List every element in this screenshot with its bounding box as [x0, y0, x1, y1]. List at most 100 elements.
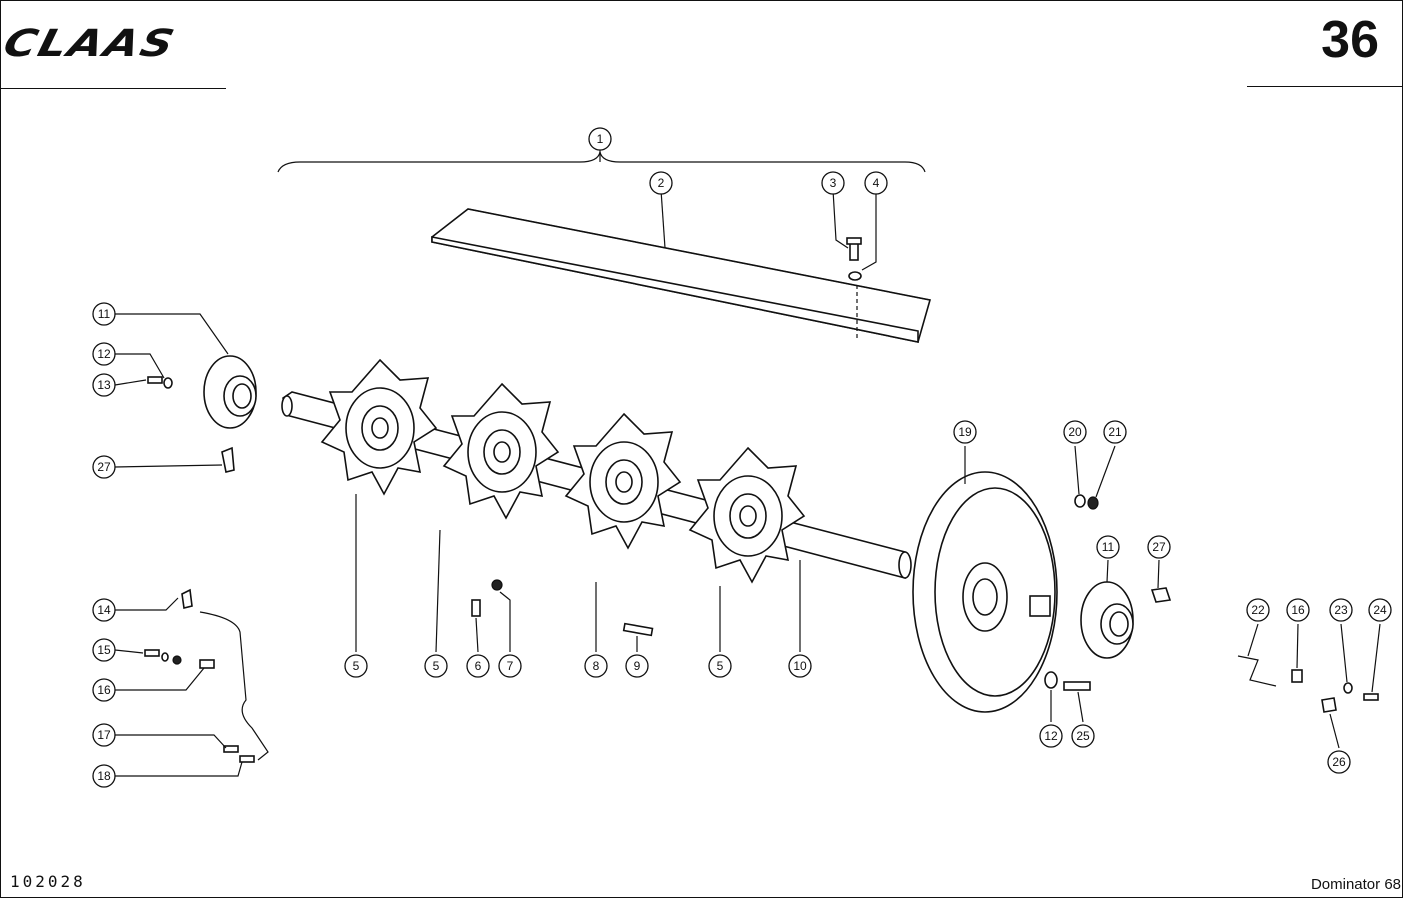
callout-26: 26 — [1327, 750, 1351, 774]
callout-11: 11 — [92, 302, 116, 326]
callout-1: 1 — [588, 127, 612, 151]
callout-16: 16 — [92, 678, 116, 702]
svg-text:5: 5 — [353, 659, 360, 673]
callout-27: 27 — [1147, 535, 1171, 559]
grease-nipple-part — [221, 446, 235, 473]
washer-part — [1074, 494, 1086, 508]
sprocket-1 — [320, 358, 438, 496]
callout-19: 19 — [953, 420, 977, 444]
svg-text:5: 5 — [717, 659, 724, 673]
bolt-part — [147, 376, 163, 384]
svg-text:12: 12 — [1044, 729, 1058, 743]
svg-text:12: 12 — [97, 347, 111, 361]
callout-17: 17 — [92, 723, 116, 747]
callout-18: 18 — [92, 764, 116, 788]
assembly-bracket — [277, 151, 926, 173]
flange-bearing-right — [1080, 581, 1134, 659]
header-rule-right — [1247, 86, 1403, 87]
bolt-part — [846, 237, 862, 261]
callout-22: 22 — [1246, 598, 1270, 622]
fitting-part — [223, 745, 239, 753]
callout-11: 11 — [1096, 535, 1120, 559]
bolt-part — [1363, 693, 1379, 701]
flange-bearing-left — [203, 355, 257, 429]
bolt-part — [1063, 681, 1091, 691]
svg-text:15: 15 — [97, 643, 111, 657]
washer-part — [1343, 682, 1353, 694]
fitting-part — [1321, 697, 1337, 713]
callout-16: 16 — [1286, 598, 1310, 622]
svg-text:20: 20 — [1068, 425, 1082, 439]
svg-text:4: 4 — [873, 176, 880, 190]
sprocket-2 — [442, 382, 560, 520]
callout-5: 5 — [708, 654, 732, 678]
header-rule-left — [0, 88, 226, 89]
nut-part — [172, 655, 182, 665]
svg-text:26: 26 — [1332, 755, 1346, 769]
washer-part — [848, 271, 862, 281]
sprocket-4 — [688, 446, 806, 584]
svg-text:11: 11 — [98, 307, 111, 321]
svg-text:23: 23 — [1334, 603, 1348, 617]
callout-5: 5 — [344, 654, 368, 678]
callout-4: 4 — [864, 171, 888, 195]
callout-21: 21 — [1103, 420, 1127, 444]
svg-text:9: 9 — [634, 659, 641, 673]
crank-part — [1237, 655, 1277, 687]
callout-20: 20 — [1063, 420, 1087, 444]
svg-text:27: 27 — [1152, 540, 1166, 554]
svg-text:11: 11 — [1102, 540, 1115, 554]
callout-10: 10 — [788, 654, 812, 678]
bolt-part — [144, 649, 160, 657]
svg-text:6: 6 — [475, 659, 482, 673]
svg-text:18: 18 — [97, 769, 111, 783]
callout-14: 14 — [92, 598, 116, 622]
callout-5: 5 — [424, 654, 448, 678]
grease-nipple-part — [1150, 587, 1172, 603]
svg-text:16: 16 — [97, 683, 111, 697]
washer-part — [1044, 671, 1058, 689]
fitting-part — [181, 588, 193, 609]
washer-part — [163, 377, 173, 389]
machine-model: Dominator 68 — [1310, 876, 1401, 893]
svg-text:25: 25 — [1076, 729, 1090, 743]
callout-8: 8 — [584, 654, 608, 678]
svg-text:27: 27 — [97, 460, 111, 474]
svg-text:8: 8 — [593, 659, 600, 673]
sprocket-3 — [564, 412, 682, 550]
svg-text:21: 21 — [1108, 425, 1122, 439]
svg-text:17: 17 — [97, 728, 111, 742]
fitting-part — [239, 755, 255, 763]
callout-15: 15 — [92, 638, 116, 662]
svg-text:3: 3 — [830, 176, 837, 190]
leader-lines — [114, 148, 1381, 777]
callout-2: 2 — [649, 171, 673, 195]
svg-text:2: 2 — [658, 176, 665, 190]
callout-23: 23 — [1329, 598, 1353, 622]
callout-7: 7 — [498, 654, 522, 678]
svg-text:13: 13 — [97, 378, 111, 392]
callout-27: 27 — [92, 455, 116, 479]
callout-3: 3 — [821, 171, 845, 195]
svg-text:14: 14 — [97, 603, 111, 617]
nut-part — [1087, 496, 1099, 510]
callout-12: 12 — [92, 342, 116, 366]
angle-bar-part — [431, 208, 932, 343]
svg-text:22: 22 — [1251, 603, 1265, 617]
bolt-part — [471, 599, 481, 617]
callout-24: 24 — [1368, 598, 1392, 622]
callout-6: 6 — [466, 654, 490, 678]
svg-text:10: 10 — [793, 659, 807, 673]
callout-12: 12 — [1039, 724, 1063, 748]
nut-part — [491, 579, 503, 591]
svg-text:24: 24 — [1373, 603, 1387, 617]
fitting-part — [1291, 669, 1303, 683]
page-number: 36 — [1321, 11, 1379, 69]
svg-text:16: 16 — [1291, 603, 1305, 617]
washer-part — [161, 652, 169, 662]
drive-disc-part — [912, 471, 1058, 713]
grease-line-part — [199, 611, 269, 761]
callout-13: 13 — [92, 373, 116, 397]
